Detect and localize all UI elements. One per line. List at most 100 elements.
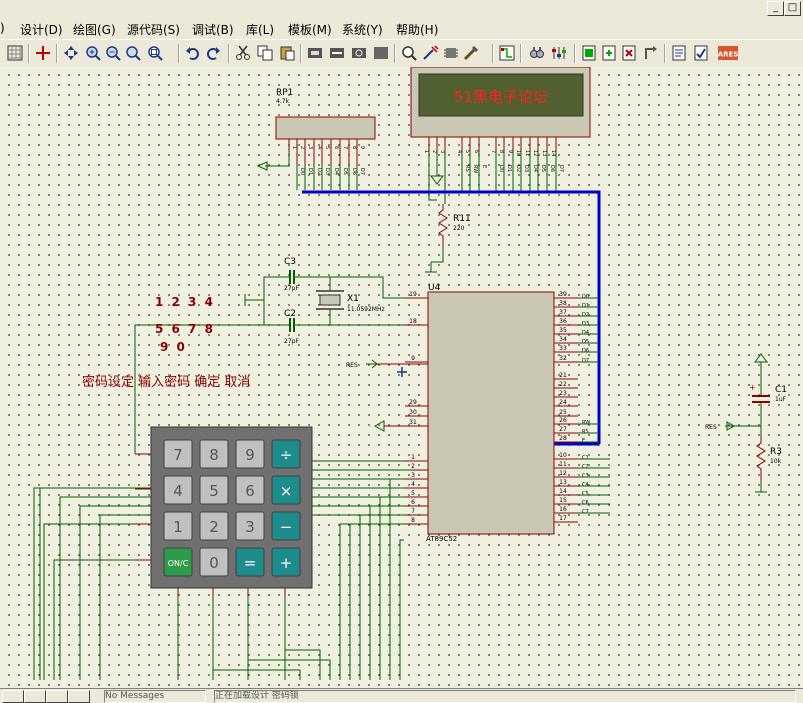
u4-net-label: E [582,438,585,444]
keypad-key[interactable]: + [271,547,301,577]
ares-icon[interactable]: ARES [718,44,738,62]
block-move-icon[interactable] [328,44,346,62]
block-delete-icon[interactable] [372,44,390,62]
redo-icon[interactable] [204,44,222,62]
rp1-net-label: D7 [359,168,365,175]
lcd-pin-number: 4 [456,150,462,153]
keypad-key-label: ON/C [168,559,189,568]
keypad-key[interactable]: 7 [163,439,193,469]
electrical-rule-check-icon[interactable] [692,44,710,62]
lcd-bus-label: D7 [558,165,564,172]
rp1-pin-number: 7 [342,146,348,149]
keypad-key[interactable]: 9 [235,439,265,469]
u4-right-pin-number: 37 [559,309,567,316]
decompose-icon[interactable] [462,44,480,62]
x1-crystal[interactable]: X1 11.0592MHz [316,290,385,313]
play-button[interactable] [2,690,24,703]
paste-icon[interactable] [278,44,296,62]
design-explorer-icon[interactable] [580,44,598,62]
keypad-key[interactable]: − [271,511,301,541]
message-field[interactable]: No Messages [104,690,206,703]
wire-autorouter-icon[interactable] [498,44,516,62]
schematic-canvas[interactable]: VSS1VDD2VEE3RS4RW5E6D07D18D29D310D411D51… [0,66,803,688]
rp1-common-wire [265,152,290,167]
cut-icon[interactable] [234,44,252,62]
pause-button[interactable] [46,690,68,703]
menu-source[interactable]: 源代码(S) [127,23,180,37]
menu-library[interactable]: 库(L) [246,23,275,37]
p1-wire [349,523,405,680]
rp1-net-label: D1 [307,168,313,175]
grid-icon[interactable] [6,44,24,62]
pan-icon[interactable] [62,44,80,62]
keypad-key[interactable]: 2 [199,511,229,541]
menu-fragment[interactable]: ) [0,21,5,35]
packaging-icon[interactable] [442,44,460,62]
keypad-key[interactable]: 0 [199,547,229,577]
c2-capacitor[interactable]: C2 27pF [284,309,299,345]
keypad-key[interactable]: ÷ [271,439,301,469]
lcd-pin-number: 3 [439,150,445,153]
rp1-arrow [256,161,268,171]
lcd-bus-label: D6 [549,165,555,172]
keypad-key[interactable]: 1 [163,511,193,541]
rp1-resistor-pack[interactable]: RP1 4.7k [275,88,376,140]
pick-device-icon[interactable] [400,44,418,62]
keypad-key[interactable]: 8 [199,439,229,469]
keypad-key[interactable]: 6 [235,475,265,505]
make-device-icon[interactable] [422,44,440,62]
u4-net-label: RW [582,420,590,426]
zoom-area-icon[interactable] [146,44,164,62]
u4-left-pin-number: 9 [411,355,415,362]
menu-template[interactable]: 模板(M) [288,23,332,37]
keypad-key[interactable]: 4 [163,475,193,505]
rp1-net-label: D5 [342,168,348,175]
menu-system[interactable]: 系统(Y) [342,23,383,37]
property-tool-icon[interactable] [550,44,568,62]
keypad-key-label: 9 [245,446,255,464]
u4-part: AT89C52 [426,535,457,543]
remove-sheet-icon[interactable] [620,44,638,62]
keypad-key-label: × [280,482,293,500]
p1-wire [379,496,405,680]
zoom-out-icon[interactable] [104,44,122,62]
new-sheet-icon[interactable] [600,44,618,62]
rp1-net-label: D2 [316,168,322,175]
origin-icon[interactable] [34,44,52,62]
c3-capacitor[interactable]: C3 27pF [284,257,299,292]
r11-value: 220 [453,225,465,232]
lcd-bus-label: D2 [515,165,521,172]
exit-to-parent-icon[interactable] [642,44,660,62]
keypad-key[interactable]: 5 [199,475,229,505]
menu-design[interactable]: 设计(D) [20,23,63,37]
zoom-in-icon[interactable] [84,44,102,62]
u4-microcontroller[interactable]: U4 AT89C52 [426,283,555,543]
restore-button[interactable]: □ [784,1,801,16]
status-text: 正在加载设计 密码锁 [215,691,299,701]
menu-debug[interactable]: 调试(B) [192,23,234,37]
keypad-key[interactable]: × [271,475,301,505]
svg-text:ARES: ARES [718,51,738,59]
r3-resistor[interactable]: R3 10k [756,437,782,480]
search-icon[interactable] [528,44,546,62]
keypad-key[interactable]: ON/C [163,547,193,577]
copy-icon[interactable] [256,44,274,62]
lcd-display[interactable]: 51黑电子论坛 [410,66,591,138]
lcd-pin-number: 14 [550,150,556,156]
c1-capacitor[interactable]: C1 1uF [752,385,787,403]
keypad-key[interactable]: 3 [235,511,265,541]
block-rotate-icon[interactable] [350,44,368,62]
stop-button[interactable] [68,690,90,703]
menu-graph[interactable]: 绘图(G) [73,23,116,37]
menu-help[interactable]: 帮助(H) [396,23,439,37]
undo-icon[interactable] [184,44,202,62]
rp1-pin-number: 4 [316,146,322,149]
keypad-key[interactable]: = [235,547,265,577]
r11-resistor[interactable]: R11 220 [438,204,471,248]
bill-of-materials-icon[interactable] [670,44,688,62]
block-copy-icon[interactable] [306,44,324,62]
step-button[interactable] [24,690,46,703]
zoom-all-icon[interactable] [124,44,142,62]
minimize-button[interactable]: _ [767,1,784,16]
